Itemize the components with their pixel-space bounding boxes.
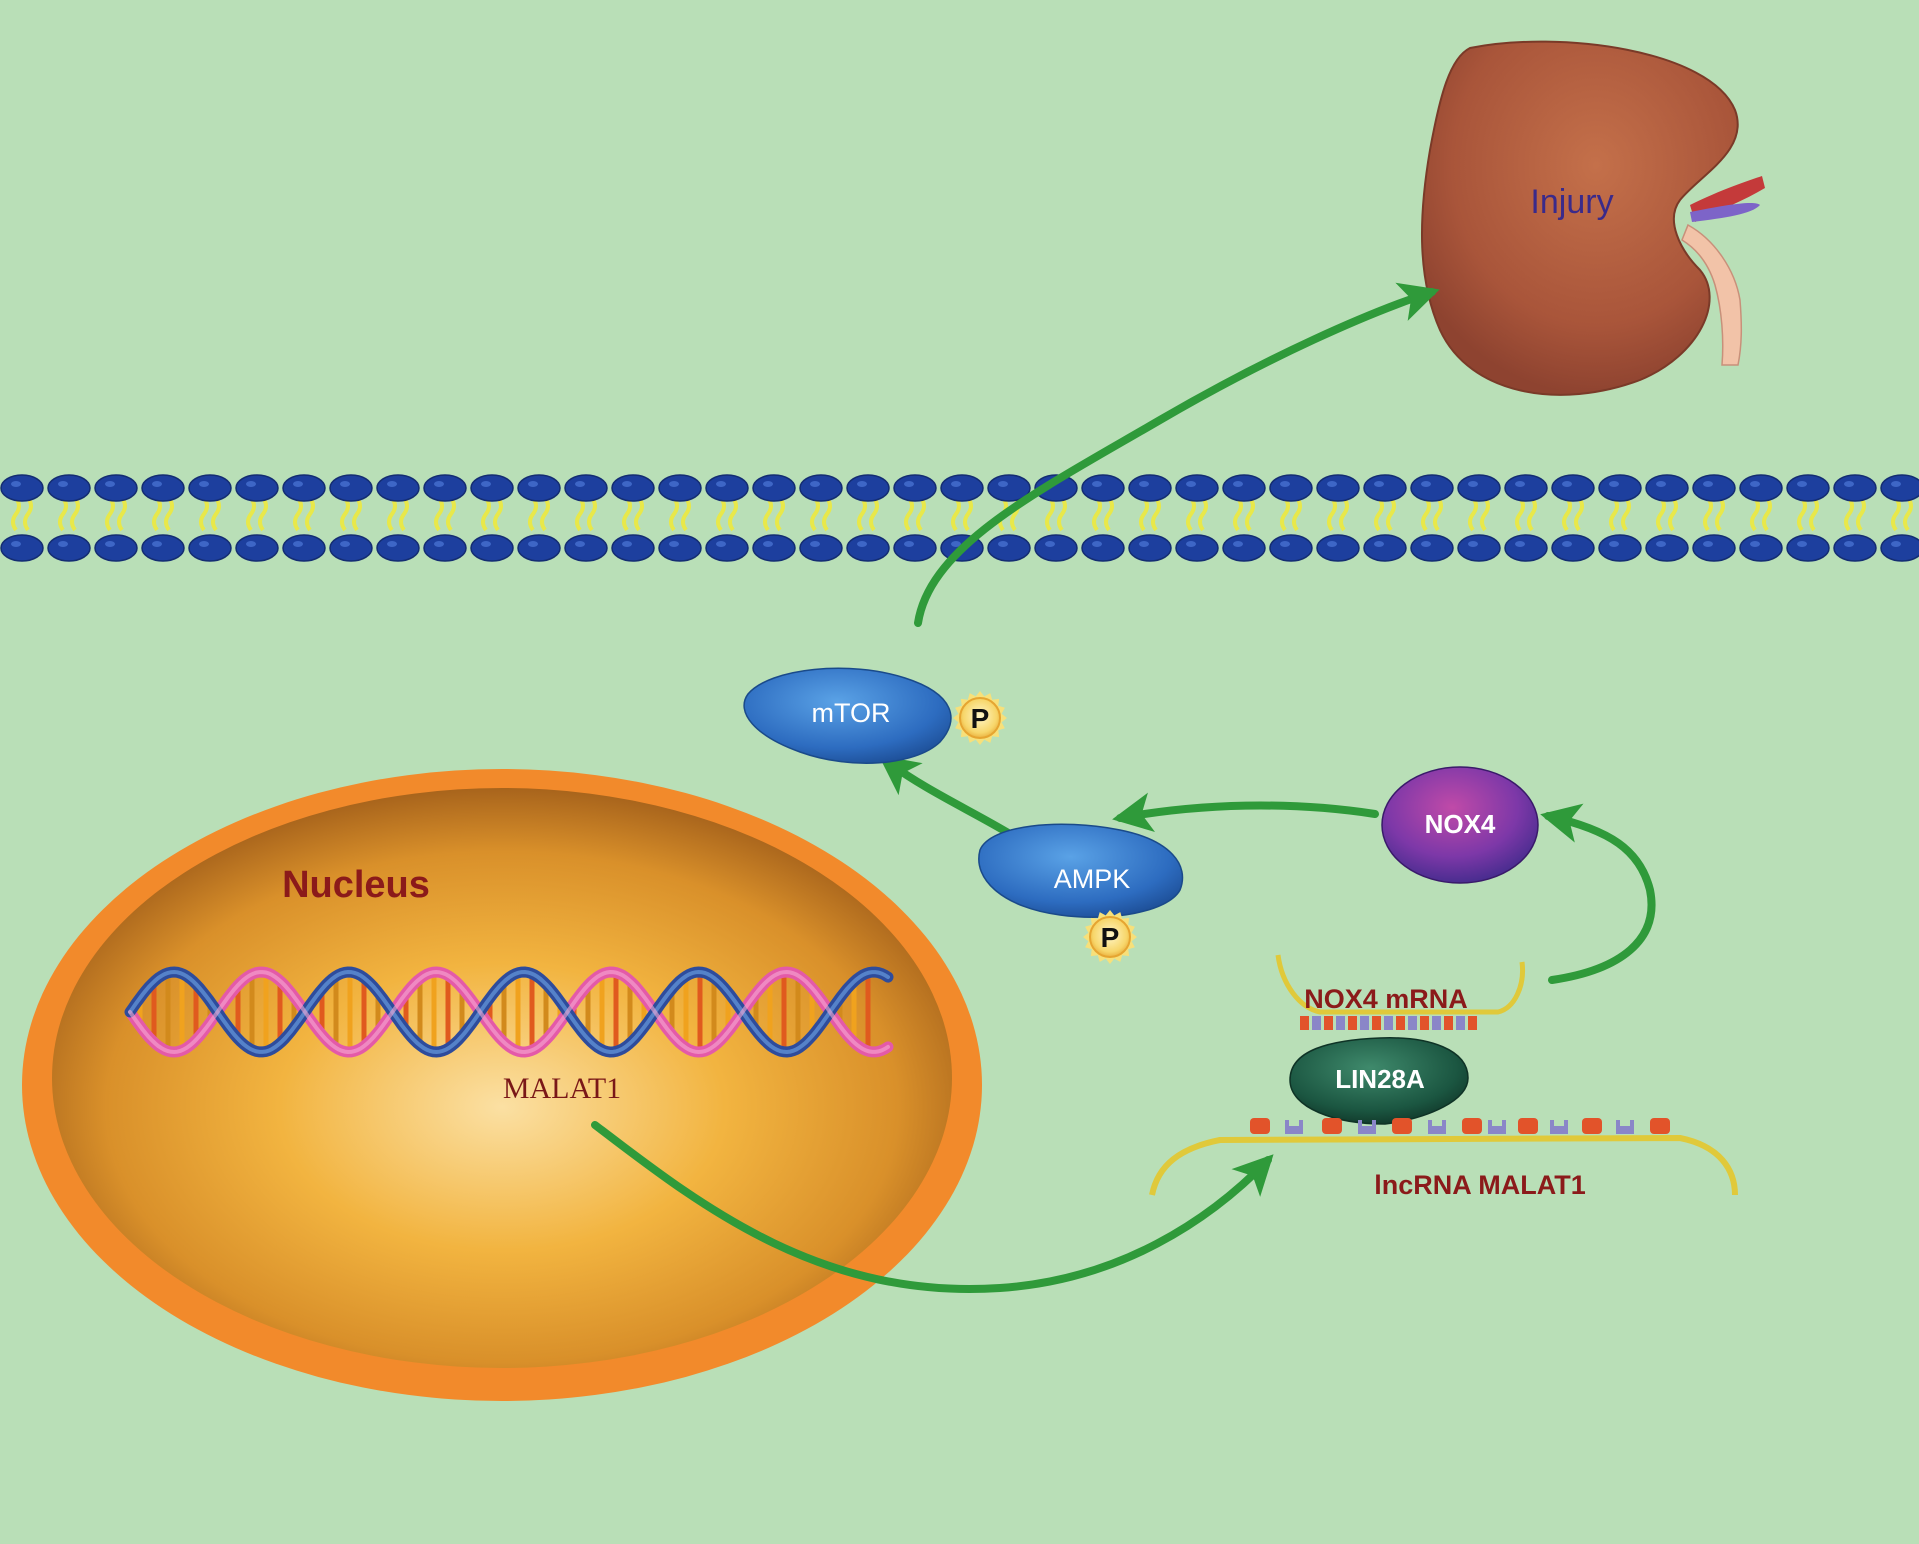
dna-double-helix [124, 966, 894, 1058]
cell-membrane [0, 474, 1919, 562]
ampk-protein: AMPK [978, 823, 1184, 918]
lin28a-label: LIN28A [1335, 1064, 1425, 1094]
arrow-mtor-to-injury [914, 282, 1440, 627]
nox4-protein: NOX4 [1381, 766, 1539, 884]
lncrna-bases [1250, 1118, 1670, 1134]
nucleus-label: Nucleus [282, 864, 430, 906]
arrow-malat1-to-lncrna [591, 1121, 1274, 1293]
injury-label: Injury [1530, 183, 1613, 221]
mtor-protein: mTOR [743, 667, 952, 764]
phospho-label: P [1101, 922, 1120, 953]
lncrna-malat1-strand: lncRNA MALAT1 [1149, 1118, 1738, 1200]
ampk-label: AMPK [1054, 864, 1131, 894]
phospho-badge-mtor: P [953, 691, 1007, 745]
phospho-badge-ampk: P [1083, 910, 1137, 964]
kidney-organ: Injury [1420, 40, 1765, 396]
nox4-label: NOX4 [1425, 809, 1496, 839]
pathway-arrows [591, 282, 1656, 1293]
mrna-bases [1300, 1016, 1477, 1030]
nox4-mrna-label: NOX4 mRNA [1304, 984, 1468, 1014]
membrane-lipid-tails [11, 496, 1913, 532]
lncrna-malat1-label: lncRNA MALAT1 [1374, 1170, 1586, 1200]
arrow-ampk-to-mtor [878, 755, 1014, 838]
lin28a-protein: LIN28A [1289, 1037, 1469, 1125]
phospho-label: P [971, 703, 990, 734]
nucleus: Nucleus MALAT1 [22, 769, 982, 1401]
nox4-mrna-strand: NOX4 mRNA [1275, 954, 1526, 1030]
malat1-gene-label: MALAT1 [503, 1072, 621, 1105]
arrow-mrna-to-nox4 [1540, 803, 1656, 984]
mtor-label: mTOR [812, 698, 891, 728]
membrane-lipid-heads [0, 474, 1919, 562]
arrow-nox4-to-ampk [1112, 792, 1379, 833]
